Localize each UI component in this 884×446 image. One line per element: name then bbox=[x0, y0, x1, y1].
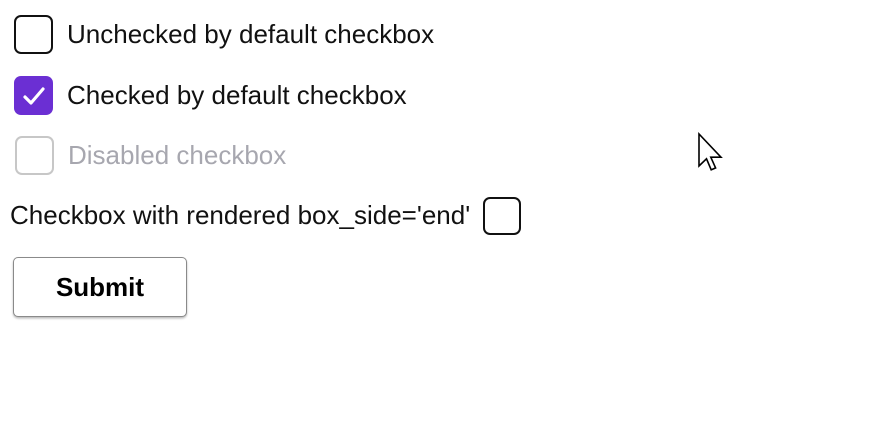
checkbox-unchecked[interactable] bbox=[14, 15, 53, 54]
checkbox-row-checked[interactable]: Checked by default checkbox bbox=[14, 76, 407, 115]
checkbox-disabled bbox=[15, 136, 54, 175]
checkbox-row-box-side-end[interactable]: Checkbox with rendered box_side='end' bbox=[10, 196, 522, 235]
checkbox-label[interactable]: Checkbox with rendered box_side='end' bbox=[10, 200, 471, 230]
checkbox-label[interactable]: Unchecked by default checkbox bbox=[67, 19, 435, 49]
checkbox-label[interactable]: Checked by default checkbox bbox=[67, 80, 407, 110]
checkmark-icon bbox=[22, 86, 45, 105]
checkbox-row-disabled: Disabled checkbox bbox=[15, 136, 286, 175]
checkbox-checked[interactable] bbox=[14, 76, 53, 115]
checkbox-box-side-end[interactable] bbox=[483, 196, 522, 235]
checkbox-label: Disabled checkbox bbox=[68, 140, 287, 170]
submit-button[interactable]: Submit bbox=[13, 257, 187, 317]
checkbox-row-unchecked[interactable]: Unchecked by default checkbox bbox=[14, 15, 434, 54]
mouse-cursor-icon bbox=[698, 132, 723, 171]
